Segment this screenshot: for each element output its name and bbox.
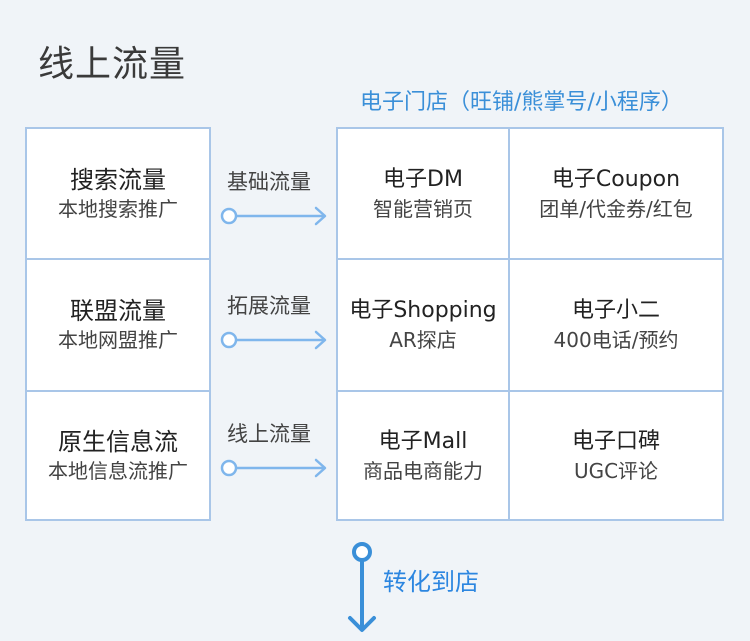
product-cell: 电子Mall 商品电商能力	[338, 392, 508, 519]
grid-divider	[338, 390, 722, 392]
traffic-sources-grid: 搜索流量 本地搜索推广 联盟流量 本地网盟推广 原生信息流 本地信息流推广	[25, 127, 211, 521]
product-cell: 电子小二 400电话/预约	[510, 260, 722, 390]
grid-divider	[27, 258, 209, 260]
arrow-right-icon	[220, 206, 327, 226]
store-heading: 电子门店（旺铺/熊掌号/小程序）	[360, 90, 683, 115]
product-subtitle: 400电话/预约	[553, 328, 679, 352]
product-cell: 电子Shopping AR探店	[338, 260, 508, 390]
connector-extended: 拓展流量	[213, 292, 333, 352]
product-title: 电子Shopping	[349, 298, 497, 323]
traffic-source-search: 搜索流量 本地搜索推广	[27, 129, 209, 258]
traffic-source-subtitle: 本地信息流推广	[48, 458, 188, 483]
grid-divider	[508, 129, 510, 519]
traffic-source-subtitle: 本地网盟推广	[58, 328, 178, 352]
connector-label: 线上流量	[227, 422, 311, 446]
arrow-right-icon	[220, 330, 327, 350]
connector-label: 基础流量	[227, 170, 311, 194]
product-title: 电子Coupon	[551, 166, 681, 192]
traffic-source-alliance: 联盟流量 本地网盟推广	[27, 260, 209, 390]
product-title: 电子DM	[383, 166, 463, 192]
grid-divider	[27, 390, 209, 392]
product-cell: 电子Coupon 团单/代金券/红包	[510, 129, 722, 258]
product-subtitle: UGC评论	[573, 458, 659, 483]
connector-online: 线上流量	[213, 420, 333, 480]
traffic-source-title: 搜索流量	[70, 165, 166, 194]
connector-basic: 基础流量	[213, 168, 333, 228]
traffic-source-title: 联盟流量	[70, 297, 166, 325]
product-title: 电子小二	[571, 298, 660, 323]
product-subtitle: 智能营销页	[373, 196, 473, 221]
conversion-label: 转化到店	[383, 568, 479, 596]
traffic-source-native-feed: 原生信息流 本地信息流推广	[27, 392, 209, 519]
grid-divider	[338, 258, 722, 260]
traffic-source-title: 原生信息流	[58, 427, 178, 456]
product-title: 电子Mall	[378, 428, 468, 454]
traffic-source-subtitle: 本地搜索推广	[58, 196, 178, 221]
store-products-grid: 电子DM 智能营销页 电子Coupon 团单/代金券/红包 电子Shopping…	[336, 127, 724, 521]
product-cell: 电子口碑 UGC评论	[510, 392, 722, 519]
product-subtitle: 商品电商能力	[363, 458, 483, 483]
page-title: 线上流量	[38, 44, 187, 85]
product-cell: 电子DM 智能营销页	[338, 129, 508, 258]
arrow-right-icon	[220, 458, 327, 478]
connector-label: 拓展流量	[227, 294, 311, 318]
arrow-down-icon	[348, 542, 376, 632]
product-subtitle: 团单/代金券/红包	[539, 196, 693, 221]
product-title: 电子口碑	[571, 428, 660, 454]
product-subtitle: AR探店	[389, 328, 457, 352]
